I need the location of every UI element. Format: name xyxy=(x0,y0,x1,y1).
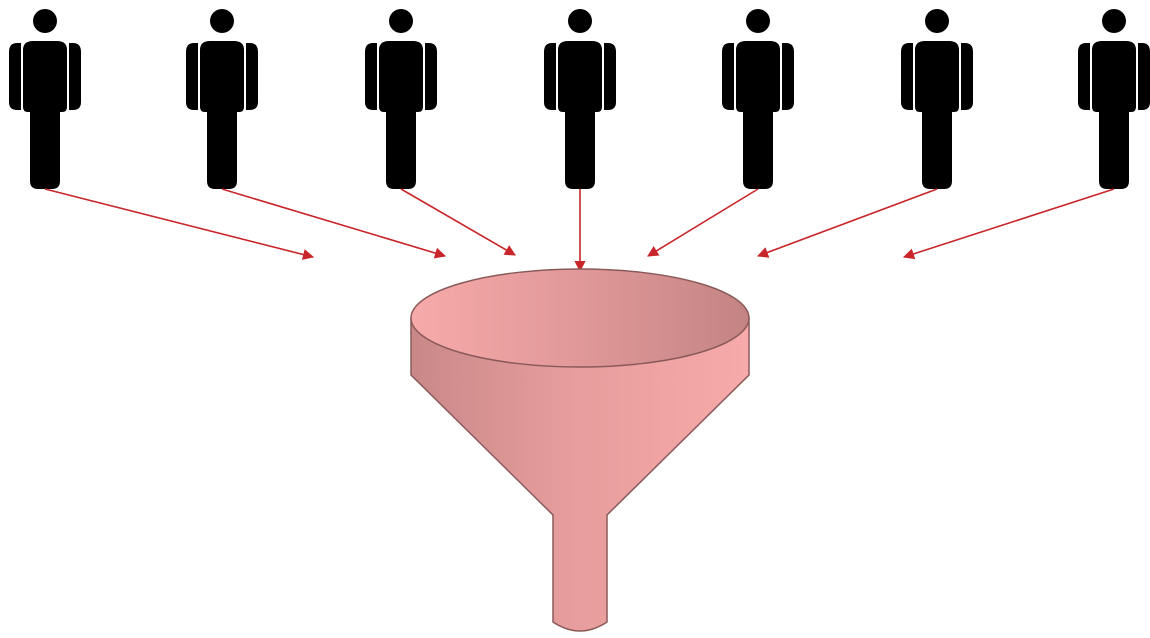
arrow-icon xyxy=(222,189,445,256)
people-row xyxy=(9,9,1150,189)
person-icon xyxy=(365,9,437,189)
arrow-icon xyxy=(758,189,937,256)
arrow-icon xyxy=(401,189,515,255)
person-icon xyxy=(722,9,794,189)
person-icon xyxy=(9,9,81,189)
arrow-icon xyxy=(648,189,758,256)
funnel-icon xyxy=(411,269,749,631)
funnel-rim xyxy=(411,269,749,367)
person-icon xyxy=(186,9,258,189)
arrow-icon xyxy=(904,189,1114,257)
arrows-group xyxy=(45,189,1114,271)
arrow-icon xyxy=(45,189,313,257)
person-icon xyxy=(901,9,973,189)
person-icon xyxy=(544,9,616,189)
person-icon xyxy=(1078,9,1150,189)
